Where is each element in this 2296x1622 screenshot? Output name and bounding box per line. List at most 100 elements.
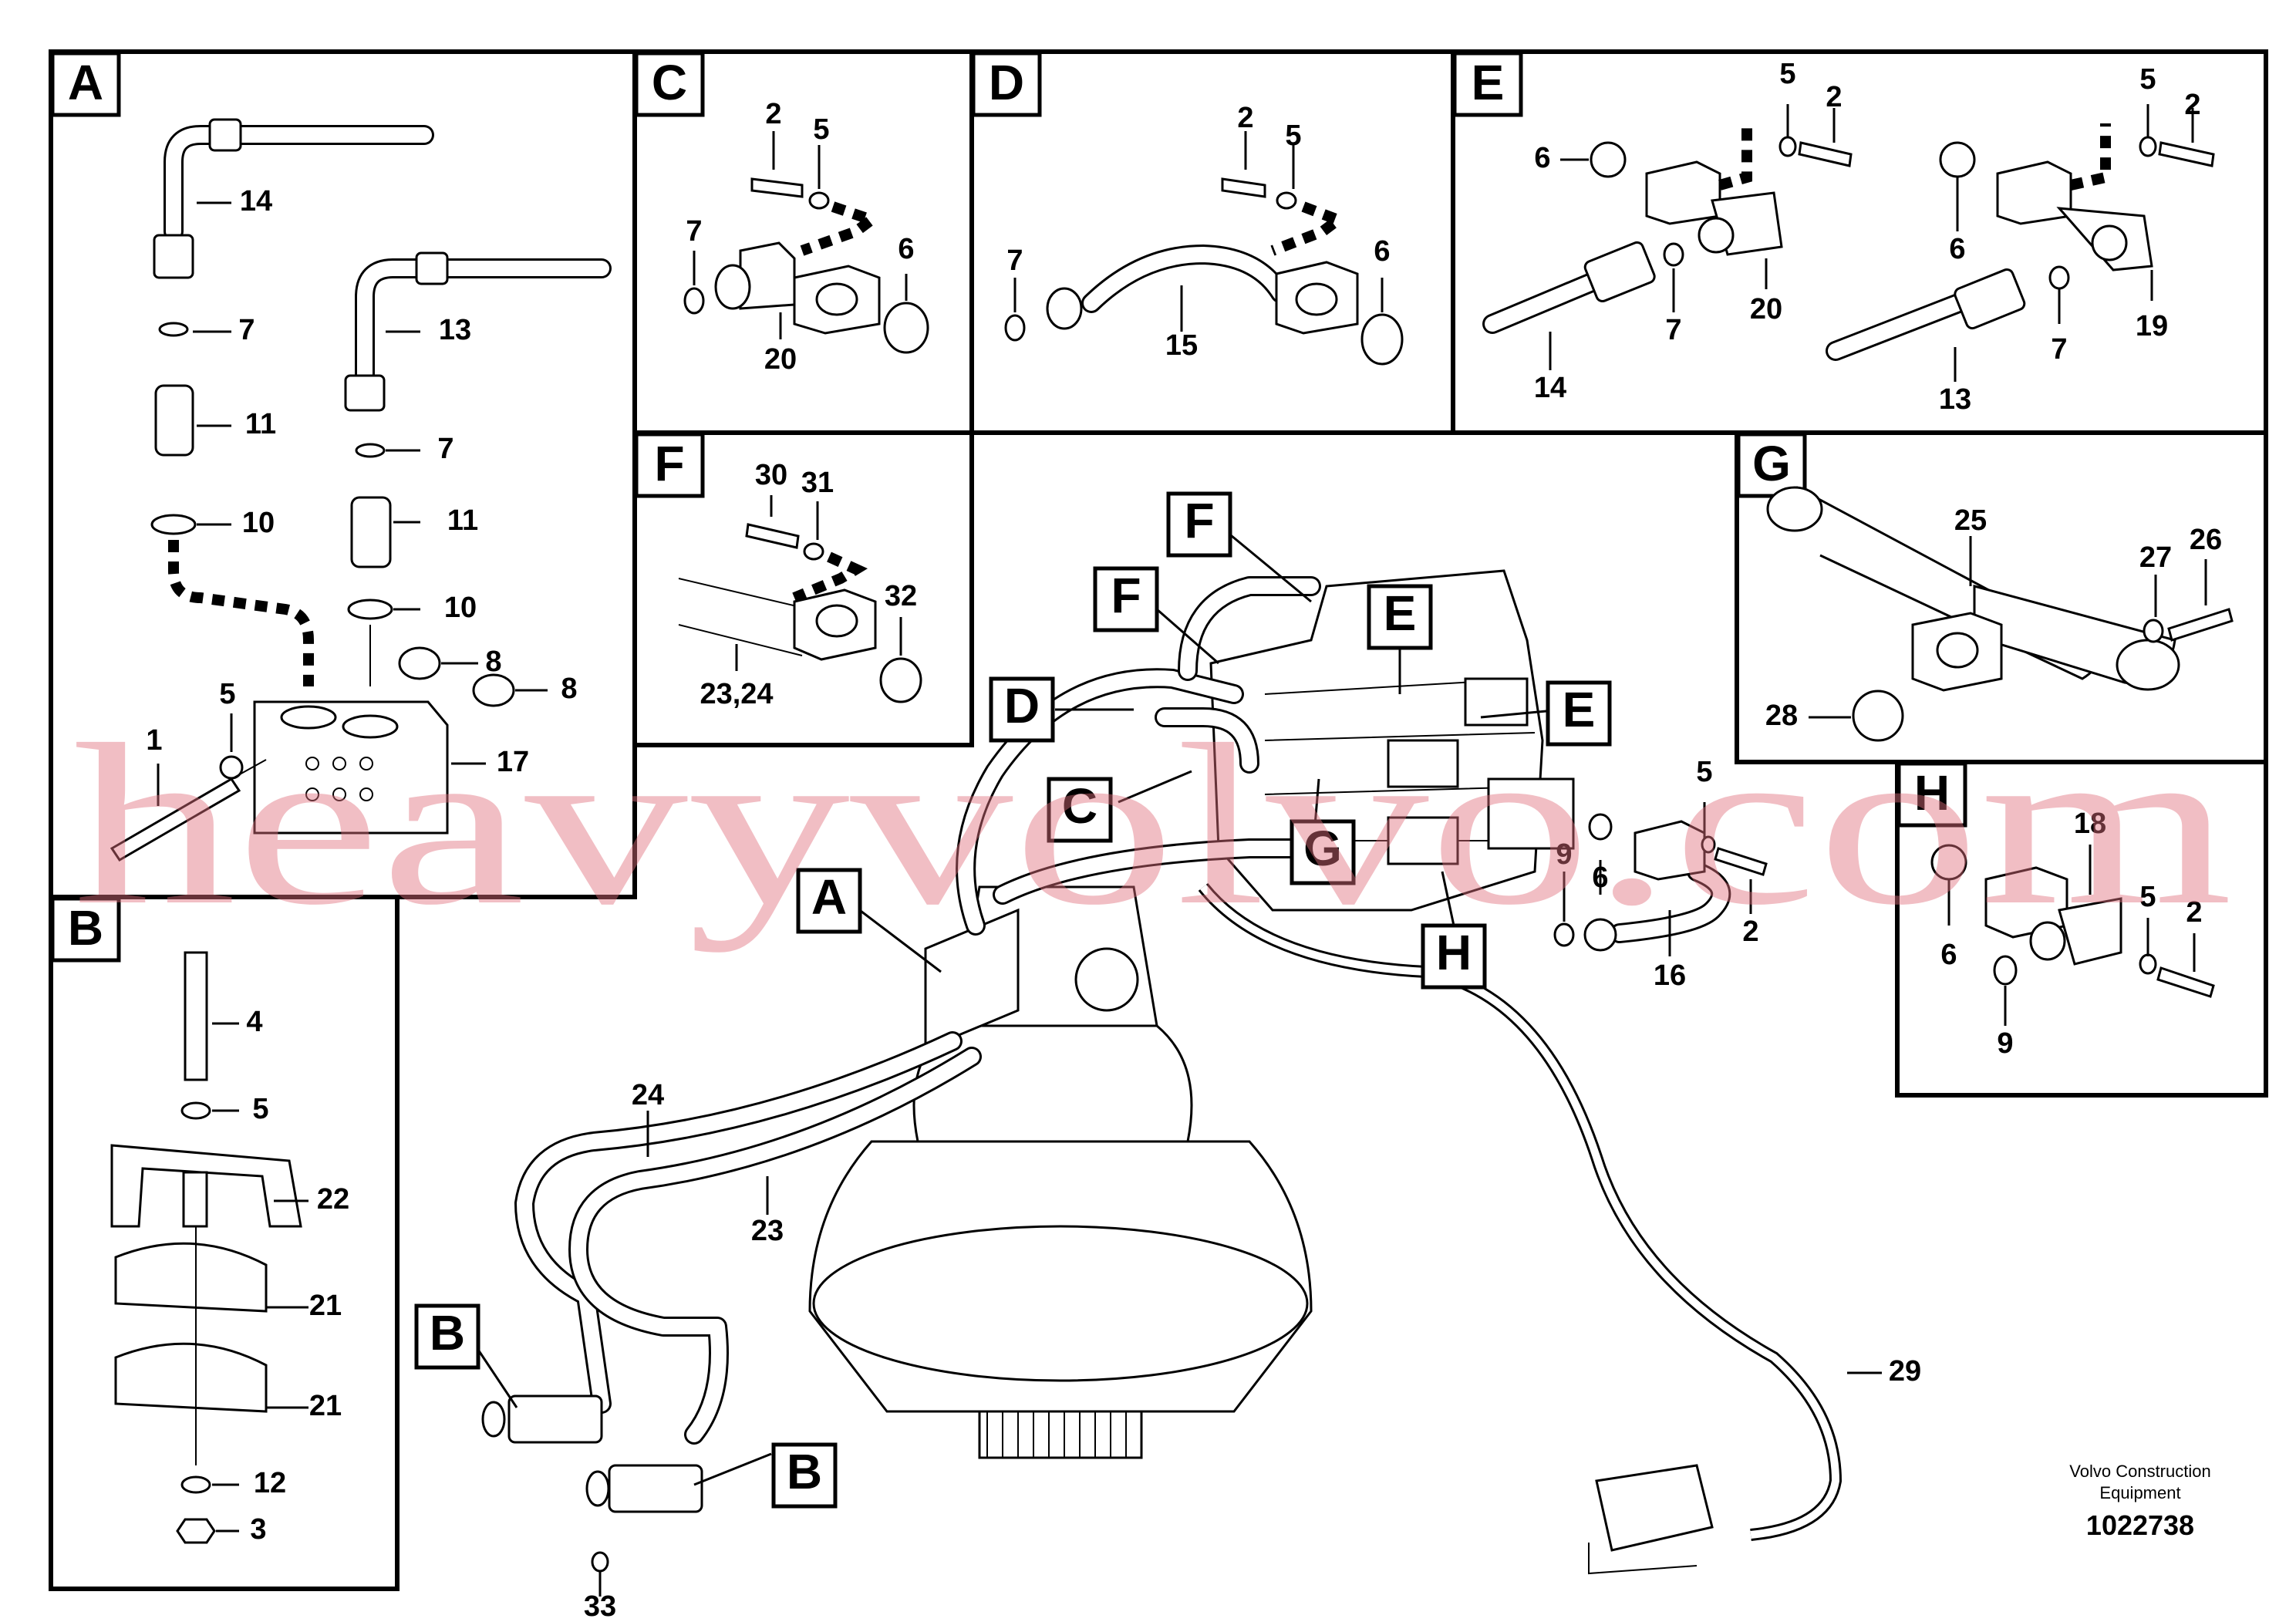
label-12: 12 <box>254 1467 286 1499</box>
panel-a-drawing <box>110 118 612 862</box>
label-5c: 5 <box>813 113 829 146</box>
panel-d-letter: D <box>971 51 1042 117</box>
callout-f-2: F <box>1093 566 1159 632</box>
panel-c-numbers: 2 5 7 6 20 <box>686 98 914 376</box>
callout-d: D <box>989 676 1055 743</box>
svg-text:H: H <box>1914 765 1950 821</box>
svg-text:B: B <box>430 1305 465 1361</box>
panel-a-numbers: 14 7 11 10 13 7 11 10 8 8 17 5 1 <box>146 185 577 778</box>
label-10a: 10 <box>242 507 275 539</box>
label-7e1: 7 <box>1665 314 1681 346</box>
panel-g-letter: G <box>1736 432 1807 498</box>
fitting-b2 <box>608 1464 703 1513</box>
label-7b: 7 <box>437 433 453 465</box>
label-23-24: 23,24 <box>700 678 773 710</box>
label-6e2: 6 <box>1949 233 1965 265</box>
callout-e-2: E <box>1546 680 1612 747</box>
credit-line-2: Equipment <box>2099 1483 2180 1502</box>
svg-text:F: F <box>1111 568 1141 623</box>
label-21b: 21 <box>309 1390 342 1422</box>
panel-h-frame <box>1895 760 2268 1098</box>
panel-f-frame <box>632 430 974 747</box>
panel-c-drawing <box>683 131 929 354</box>
label-15: 15 <box>1165 329 1198 362</box>
valve-block-17 <box>253 700 449 835</box>
clamp-half-21a <box>114 1242 268 1313</box>
svg-text:A: A <box>811 869 847 925</box>
label-28: 28 <box>1765 700 1798 732</box>
label-17: 17 <box>497 746 529 778</box>
panel-h-numbers: 18 6 5 2 9 <box>1940 808 2202 1060</box>
fitting-b1 <box>507 1394 603 1444</box>
ring-flange <box>812 1225 1309 1382</box>
label-2m: 2 <box>1742 916 1758 948</box>
label-30: 30 <box>755 459 787 491</box>
clamp-half-21b <box>114 1342 268 1413</box>
label-24: 24 <box>632 1079 664 1111</box>
svg-text:H: H <box>1436 925 1472 980</box>
label-26: 26 <box>2190 524 2222 556</box>
panel-b-letter: B <box>50 896 121 963</box>
label-33: 33 <box>584 1590 616 1622</box>
watermark: heavyvolvo.com <box>73 696 2233 953</box>
label-5m: 5 <box>1696 756 1712 788</box>
label-8a: 8 <box>485 646 501 678</box>
svg-text:A: A <box>68 55 103 110</box>
label-8b: 8 <box>561 673 577 705</box>
svg-text:F: F <box>654 436 684 491</box>
panel-g-drawing <box>1766 486 2234 742</box>
label-14: 14 <box>240 185 272 218</box>
pilot-block <box>1595 1464 1714 1552</box>
svg-text:C: C <box>652 55 687 110</box>
svg-text:F: F <box>1184 493 1214 548</box>
panel-b-numbers: 4 5 22 21 21 12 3 <box>246 1006 349 1546</box>
label-20e: 20 <box>1750 293 1782 325</box>
label-2e1: 2 <box>1826 81 1842 113</box>
svg-text:D: D <box>1004 678 1040 733</box>
panel-f-letter: F <box>634 432 705 498</box>
label-21a: 21 <box>309 1290 342 1322</box>
panel-e-numbers: 6 5 2 20 7 14 6 5 2 19 7 13 <box>1534 58 2201 416</box>
label-20c: 20 <box>764 343 797 376</box>
panel-e-drawing <box>1482 104 2215 382</box>
callout-c: C <box>1047 777 1113 843</box>
callout-b-1: B <box>414 1303 480 1370</box>
label-10b: 10 <box>444 592 477 624</box>
document-number: 1022738 <box>2086 1509 2194 1541</box>
svg-text:E: E <box>1563 682 1596 737</box>
label-7d: 7 <box>1006 244 1023 277</box>
panel-f-drawing <box>678 495 922 703</box>
label-13e: 13 <box>1939 383 1971 416</box>
panel-g-numbers: 25 27 26 28 <box>1765 504 2222 732</box>
svg-text:B: B <box>787 1444 822 1499</box>
svg-text:B: B <box>68 900 103 956</box>
label-9h: 9 <box>1997 1027 2013 1060</box>
label-2c: 2 <box>765 98 781 130</box>
label-6h: 6 <box>1940 939 1957 971</box>
label-29: 29 <box>1889 1355 1921 1388</box>
svg-text:D: D <box>989 55 1024 110</box>
label-13: 13 <box>439 314 471 346</box>
callout-f-1: F <box>1166 491 1232 558</box>
svg-text:E: E <box>1472 55 1505 110</box>
label-7e2: 7 <box>2051 333 2067 366</box>
callout-g: G <box>1290 819 1356 885</box>
panel-d-drawing <box>1004 131 1404 366</box>
panel-a-letter: A <box>50 51 121 117</box>
panel-e-letter: E <box>1452 51 1523 117</box>
main-callouts: F F E E D C G H <box>414 491 1612 1509</box>
panel-d-numbers: 2 5 7 6 15 <box>1006 102 1390 362</box>
label-5e2: 5 <box>2139 63 2156 96</box>
label-1: 1 <box>146 724 162 757</box>
callout-a: A <box>796 868 862 934</box>
svg-text:G: G <box>1303 821 1342 876</box>
panel-letter-tags: A B C D E F G H <box>50 51 1967 963</box>
svg-text:C: C <box>1062 778 1097 834</box>
label-9m: 9 <box>1556 838 1572 871</box>
label-11b: 11 <box>447 504 478 537</box>
label-6e1: 6 <box>1534 142 1550 174</box>
label-2e2: 2 <box>2184 89 2200 121</box>
label-5a: 5 <box>219 678 235 710</box>
panel-b-frame <box>49 895 400 1591</box>
